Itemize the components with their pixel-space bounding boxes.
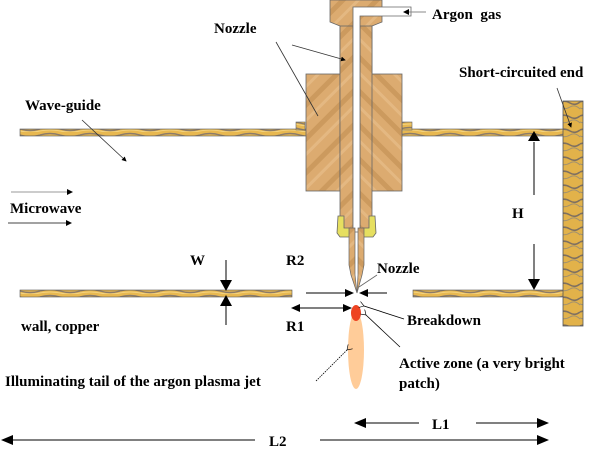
nozzle-top-leader-2 [275, 41, 319, 117]
h-arrow-up [528, 131, 540, 141]
l1-label: L1 [432, 417, 450, 433]
l1-arrow-right [537, 418, 549, 428]
plasma-tail [348, 311, 364, 389]
wall-copper-label: wall, copper [21, 319, 100, 335]
short-end-leader [556, 87, 572, 128]
illuminating-tail-label: Illuminating tail of the argon plasma je… [5, 374, 261, 390]
nozzle-tip-label: Nozzle [377, 261, 420, 277]
r1-arrow-right [343, 304, 352, 312]
nozzle-tip [348, 227, 358, 294]
tail-leader [315, 350, 347, 382]
r2-arrow-left [359, 289, 368, 297]
active-zone [351, 305, 361, 321]
h-label: H [512, 206, 524, 222]
active-zone-label-line1: Active zone (a very bright [399, 356, 565, 372]
r1-arrow-left [291, 304, 300, 312]
nozzle-mount-block-left [305, 73, 341, 192]
nozzle-tube-left [339, 25, 354, 232]
nozzle-top-label: Nozzle [214, 21, 257, 37]
l2-label: L2 [269, 434, 287, 450]
nozzle-mount-block-right [370, 73, 403, 192]
mount-flange-left [295, 121, 306, 131]
nozzle-tip-leader [358, 274, 378, 288]
nozzle-tip-right [356, 227, 365, 294]
w-label: W [190, 253, 205, 269]
microwave-label: Microwave [10, 201, 82, 217]
breakdown-label: Breakdown [407, 313, 482, 329]
w-arrow-up [220, 295, 232, 306]
active-zone-leader [366, 315, 401, 348]
r1-label: R1 [286, 319, 304, 335]
r2-label: R2 [286, 253, 304, 269]
l2-arrow-right [537, 435, 549, 445]
nozzle-tube-right [359, 25, 373, 232]
waveguide-top-wall [19, 128, 566, 137]
waveguide-bottom-wall-right [412, 289, 566, 298]
short-circuited-end-plate [562, 100, 584, 327]
breakdown-leader [364, 306, 405, 320]
r2-arrow-right [345, 289, 354, 297]
l2-arrow-left [1, 435, 13, 445]
l1-arrow-left [354, 418, 366, 428]
argon-gas-label: Argon gas [432, 7, 501, 23]
active-zone-label-line2: patch) [399, 376, 440, 392]
w-arrow-down [220, 280, 232, 291]
waveguide-leader [81, 119, 127, 162]
nozzle-top-leader [291, 44, 346, 62]
wave-guide-label: Wave-guide [25, 98, 101, 114]
h-arrow-down [528, 279, 540, 290]
waveguide-bottom-wall-left [19, 289, 293, 298]
mount-flange-right [401, 121, 413, 131]
short-circuited-end-label: Short-circuited end [459, 65, 584, 81]
